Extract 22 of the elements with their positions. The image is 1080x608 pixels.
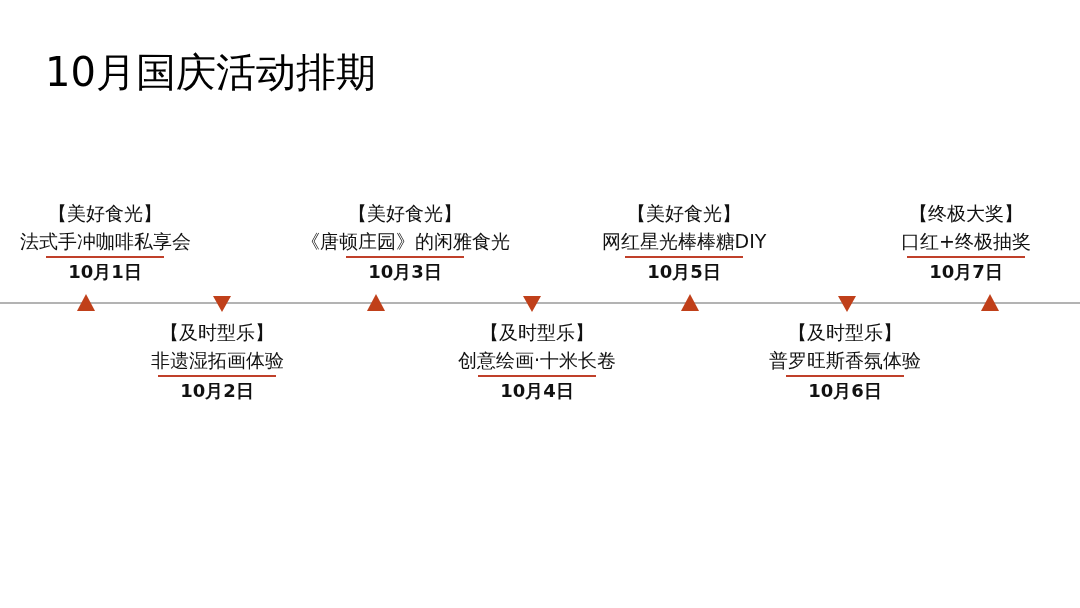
- category-label: 【终极大奖】: [909, 201, 1023, 226]
- event-title: 非遗湿拓画体验: [150, 348, 284, 373]
- category-label: 【美好食光】: [48, 201, 162, 226]
- date-label: 10月1日: [68, 259, 142, 284]
- date-label: 10月3日: [368, 259, 442, 284]
- event-title: 《唐顿庄园》的闲雅食光: [300, 229, 510, 254]
- event-title: 法式手冲咖啡私享会: [19, 229, 191, 254]
- category-label: 【美好食光】: [348, 201, 462, 226]
- date-label: 10月4日: [500, 378, 574, 403]
- date-label: 10月5日: [647, 259, 721, 284]
- date-label: 10月2日: [180, 378, 254, 403]
- category-label: 【及时型乐】: [160, 320, 274, 345]
- category-label: 【美好食光】: [627, 201, 741, 226]
- event-title: 网红星光棒棒糖DIY: [601, 229, 767, 254]
- event-title: 普罗旺斯香氛体验: [769, 348, 921, 373]
- title: 10月国庆活动排期: [45, 48, 376, 97]
- category-label: 【及时型乐】: [480, 320, 594, 345]
- event-title: 口红+终极抽奖: [901, 229, 1031, 254]
- date-label: 10月6日: [808, 378, 882, 403]
- event-title: 创意绘画·十米长卷: [457, 348, 616, 373]
- category-label: 【及时型乐】: [788, 320, 902, 345]
- date-label: 10月7日: [929, 259, 1003, 284]
